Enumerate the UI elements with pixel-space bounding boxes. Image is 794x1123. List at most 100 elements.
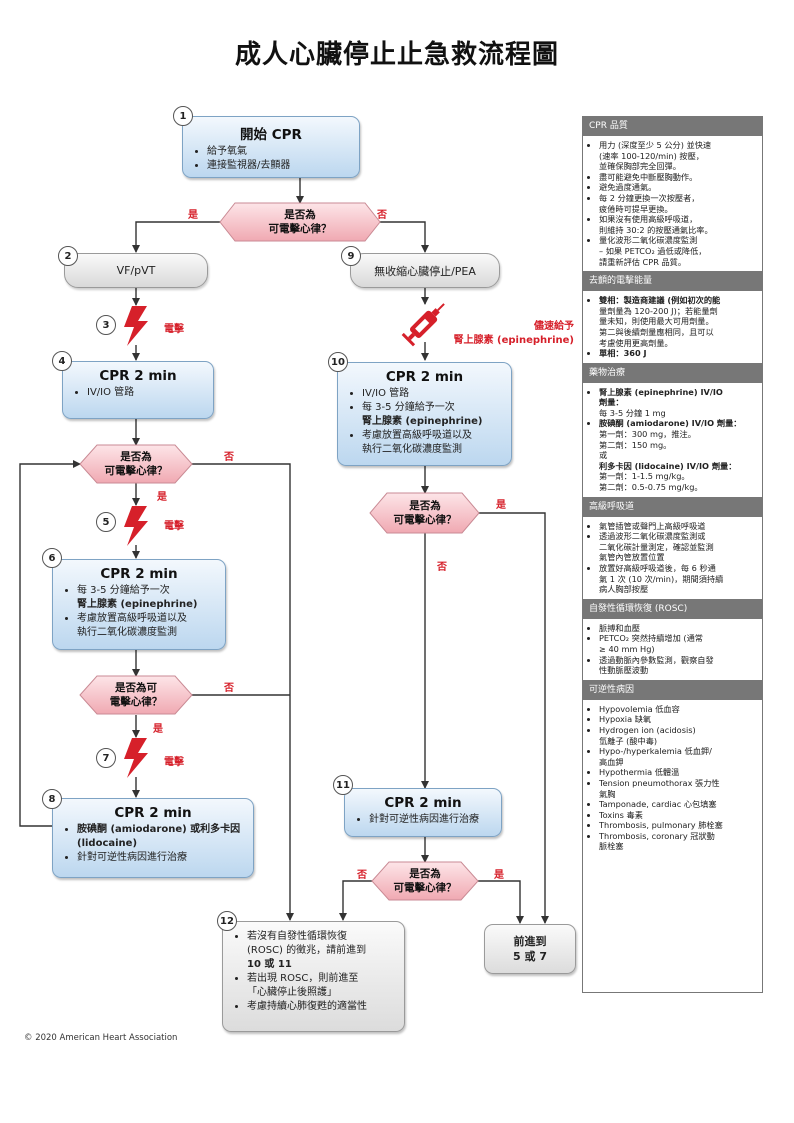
text-line: 第二與後續劑量應相同，且可以 bbox=[599, 326, 714, 337]
text-line: 電擊心律？ bbox=[109, 696, 163, 708]
text-line: Hypothermia 低體溫 bbox=[599, 767, 680, 778]
text-line: 第一劑：300 mg，推注。 bbox=[599, 429, 696, 440]
epinephrine-action-label: 儘速給予腎上腺素 (epinephrine) bbox=[440, 320, 574, 348]
text-line: 是否為 bbox=[284, 209, 316, 221]
step-number-12: 12 bbox=[217, 911, 237, 931]
text-line: 量未知，則使用最大可用劑量。 bbox=[599, 316, 714, 327]
step-4-item: IV/IO 管路 bbox=[87, 386, 213, 400]
text-line: 考慮持續心肺復甦的適當性 bbox=[247, 1001, 367, 1012]
sidebar-section-body: 脈搏和血壓PETCO₂ 突然持續增加 (通常≥ 40 mm Hg)透過動脈內參數… bbox=[583, 619, 762, 681]
shock-label-3: 電擊 bbox=[164, 324, 184, 335]
text-line: 胺碘酮 (amiodarone) 或利多卡因 bbox=[77, 824, 241, 835]
text-line: Thrombosis, pulmonary 肺栓塞 bbox=[599, 820, 723, 831]
text-line: 若出現 ROSC，則前進至 bbox=[247, 973, 359, 984]
text-line: 可電擊心律？ bbox=[104, 465, 168, 477]
text-line: 每 3-5 分鐘 1 mg bbox=[599, 407, 666, 418]
step-1-item: 連接監視器/去顫器 bbox=[207, 159, 359, 173]
decision-1-no-label: 否 bbox=[377, 210, 387, 221]
step-8-item: 針對可逆性病因進行治療 bbox=[77, 851, 253, 865]
sidebar-section-body: 氣管插管或聲門上高級呼吸道透過波形二氧化碳濃度監測或二氧化碳計量測定，確認並監測… bbox=[583, 517, 762, 600]
step-number-9: 9 bbox=[341, 246, 361, 266]
step-1-start-cpr: 開始 CPR 給予氧氣 連接監視器/去顫器 bbox=[182, 116, 360, 178]
text-line: 考慮使用更高劑量。 bbox=[599, 337, 673, 348]
decision-5-text: 是否為可電擊心律？ bbox=[382, 867, 468, 895]
text-line: 5 或 7 bbox=[513, 950, 547, 963]
text-line: Tamponade, cardiac 心包填塞 bbox=[599, 799, 717, 810]
sidebar-list-item: Hydrogen ion (acidosis)氫離子 (酸中毒) bbox=[599, 725, 758, 746]
text-line: – 如果 PETCO₂ 過低或降低， bbox=[599, 245, 707, 256]
sidebar-section-header: 藥物治療 bbox=[583, 363, 762, 383]
decision-line: 是否為可電擊心律？ bbox=[110, 682, 163, 708]
step-10-item: IV/IO 管路 bbox=[362, 387, 511, 401]
sidebar-list-item: Hypothermia 低體溫 bbox=[599, 767, 758, 778]
decision-5-yes-label: 是 bbox=[494, 870, 504, 881]
syringe-icon bbox=[401, 303, 445, 347]
text-line: 病人胸部按壓 bbox=[599, 584, 649, 595]
decision-2-text: 是否為可電擊心律？ bbox=[90, 450, 182, 478]
text-line: 考慮放置高級呼吸道以及 bbox=[362, 430, 472, 441]
decision-2-no-label: 否 bbox=[224, 452, 234, 463]
sidebar-list: 脈搏和血壓PETCO₂ 突然持續增加 (通常≥ 40 mm Hg)透過動脈內參數… bbox=[589, 623, 758, 676]
step-6-title: CPR 2 min bbox=[100, 566, 178, 582]
shock-icon-3 bbox=[124, 306, 148, 346]
shock-label-7: 電擊 bbox=[164, 757, 184, 768]
text-line: 氣管內管放置位置 bbox=[599, 552, 665, 563]
text-line: 腎上腺素 (epinephrine) bbox=[453, 335, 574, 346]
text-line: 放置好高級呼吸道後，每 6 秒通 bbox=[599, 563, 716, 573]
text-line: 則維持 30:2 的按壓通氣比率。 bbox=[599, 224, 713, 235]
text-line: 氫離子 (酸中毒) bbox=[599, 735, 658, 746]
step-10-title: CPR 2 min bbox=[385, 369, 464, 385]
text-line: 每 2 分鐘更換一次按壓者， bbox=[599, 192, 700, 203]
decision-1-shape bbox=[219, 202, 381, 242]
text-line: 並確保胸部完全回彈。 bbox=[599, 161, 681, 172]
step-11-title: CPR 2 min bbox=[384, 795, 462, 811]
text-line: PETCO₂ 突然持續增加 (通常 bbox=[599, 633, 703, 644]
decision-2-yes-label: 是 bbox=[157, 492, 167, 503]
step-number-10: 10 bbox=[328, 352, 348, 372]
text-line: 量化波形二氧化碳濃度監測 bbox=[599, 235, 698, 246]
sidebar-list-item: 量化波形二氧化碳濃度監測– 如果 PETCO₂ 過低或降低，請重新評估 CPR … bbox=[599, 235, 758, 267]
step-number-1: 1 bbox=[173, 106, 193, 126]
text-line: 氣胸 bbox=[599, 788, 616, 799]
text-line: 儘速給予 bbox=[534, 321, 574, 332]
text-line: 透過動脈內參數監測，觀察自發 bbox=[599, 654, 714, 665]
decision-4-text: 是否為可電擊心律？ bbox=[380, 499, 470, 527]
text-line: 是否為 bbox=[409, 868, 441, 880]
step-8-item: 胺碘酮 (amiodarone) 或利多卡因 (lidocaine) bbox=[77, 823, 253, 851]
step-4-title: CPR 2 min bbox=[99, 368, 177, 384]
decision-4-yes-label: 是 bbox=[496, 500, 506, 511]
sidebar-list-item: Hypo-/hyperkalemia 低血鉀/高血鉀 bbox=[599, 746, 758, 767]
sidebar-list-item: 單相：360 J bbox=[599, 348, 758, 359]
text-line: 每 3-5 分鐘給予一次 bbox=[77, 585, 170, 596]
sidebar-list-item: Thrombosis, pulmonary 肺栓塞 bbox=[599, 820, 758, 831]
text-line: 或 bbox=[599, 450, 608, 461]
text-line: 盡可能避免中斷壓胸動作。 bbox=[599, 171, 698, 182]
step-4-cpr: CPR 2 min IV/IO 管路 bbox=[62, 361, 214, 419]
step-8-list: 胺碘酮 (amiodarone) 或利多卡因 (lidocaine) 針對可逆性病… bbox=[53, 823, 253, 865]
step-number-5: 5 bbox=[96, 512, 116, 532]
decision-line: 是否為可電擊心律？ bbox=[269, 209, 332, 235]
text-line: 「心臟停止後照護」 bbox=[247, 987, 337, 998]
step-8-title: CPR 2 min bbox=[114, 805, 192, 821]
text-line: 二氧化碳計量測定，確認並監測 bbox=[599, 541, 714, 552]
text-line: 10 或 11 bbox=[247, 959, 292, 970]
text-line: (lidocaine) bbox=[77, 838, 138, 849]
sidebar-list-item: 每 2 分鐘更換一次按壓者，疲倦時可提早更換。 bbox=[599, 193, 758, 214]
text-line: 單相：360 J bbox=[599, 348, 647, 359]
decision-line: 是否為可電擊心律？ bbox=[105, 451, 168, 477]
text-line: IV/IO 管路 bbox=[362, 388, 410, 399]
text-line: Hypovolemia 低血容 bbox=[599, 703, 680, 714]
sidebar-list-item: 盡可能避免中斷壓胸動作。 bbox=[599, 172, 758, 183]
decision-5-shape bbox=[371, 861, 479, 901]
